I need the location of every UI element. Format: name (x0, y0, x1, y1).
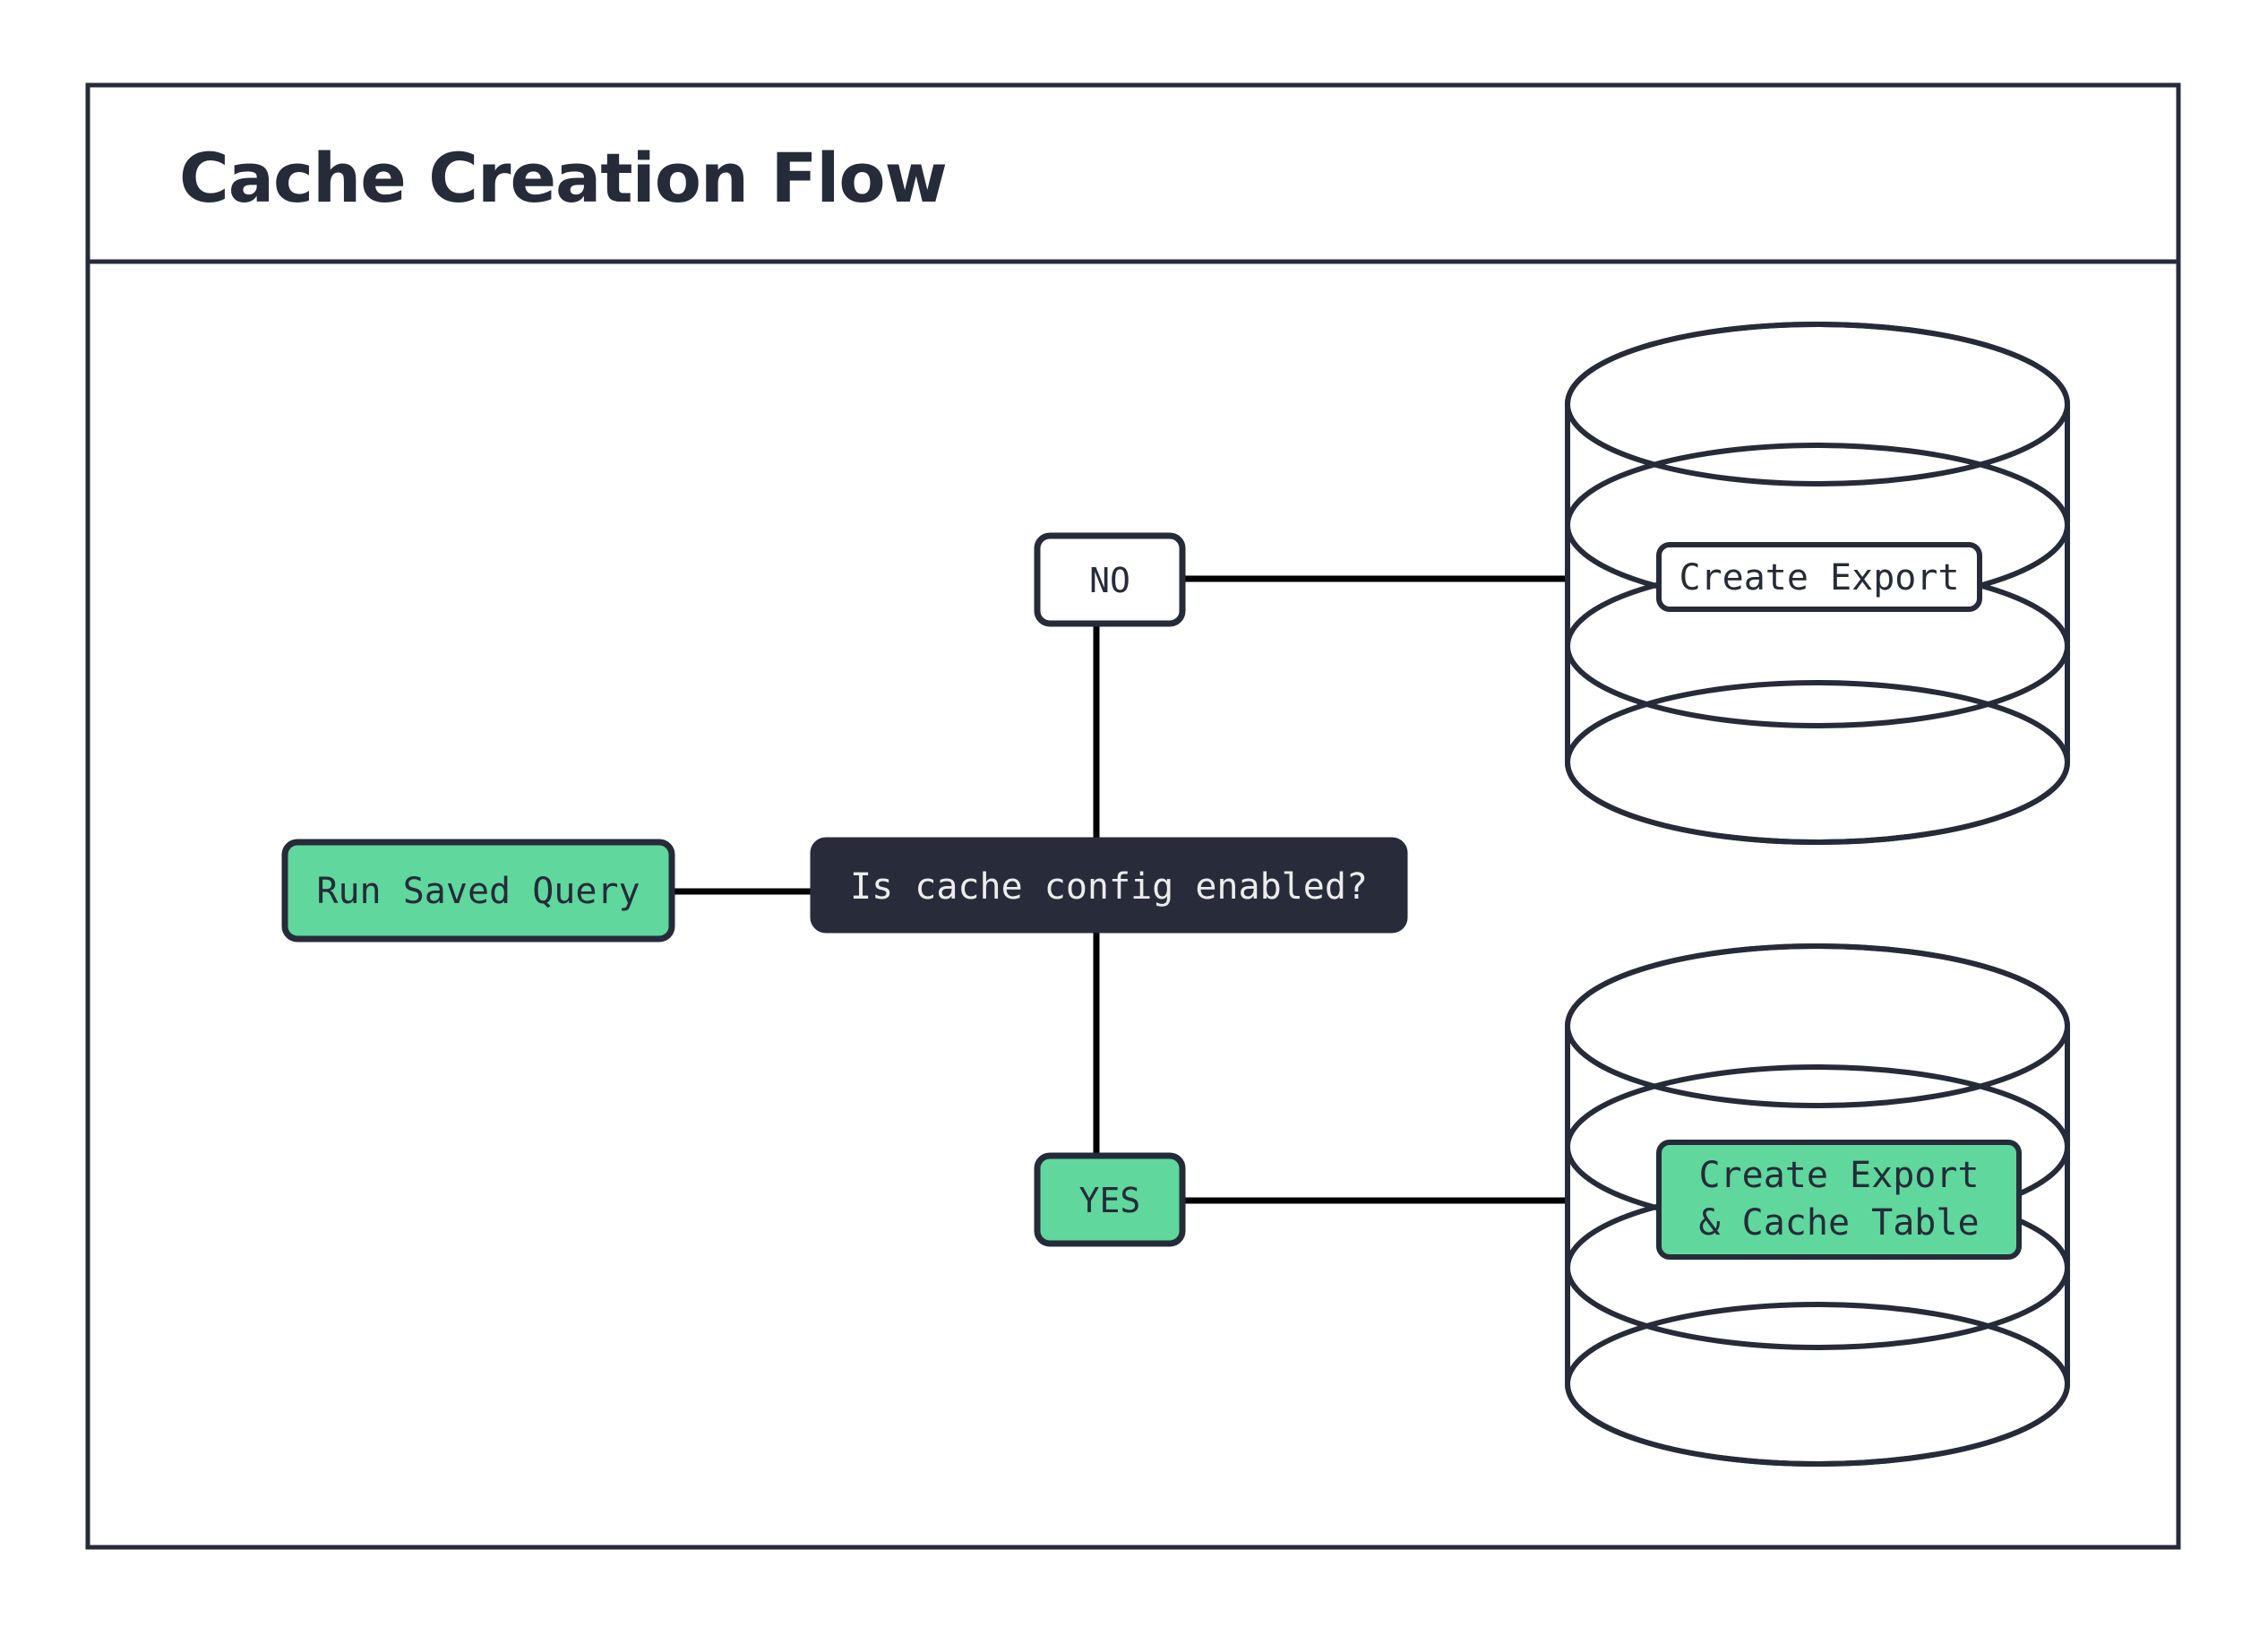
db-label-line-2: & Cache Table (1698, 1202, 1979, 1244)
db-label-line-1: Create Export (1698, 1155, 1979, 1196)
node-branch-yes[interactable]: YES (1034, 1152, 1186, 1247)
node-label: Is cache config enabled? (850, 866, 1368, 908)
edge-layer (670, 575, 1573, 1204)
db-label-text: Create Export (1679, 557, 1959, 598)
node-shape (810, 837, 1408, 934)
node-shape (1034, 1152, 1186, 1247)
node-is-cache-config-enabled[interactable]: Is cache config enabled? (810, 837, 1408, 934)
create-export-cache-table-db[interactable]: Create Export & Cache Table (1565, 943, 2070, 1467)
node-label: Run Saved Query (316, 871, 640, 912)
node-shape (281, 839, 675, 943)
node-shape (1034, 532, 1186, 627)
db-label-box (1656, 1140, 2022, 1260)
page-title: Cache Creation Flow (179, 138, 947, 218)
node-label: NO (1089, 561, 1130, 600)
db-label-box (1656, 542, 1982, 612)
node-branch-no[interactable]: NO (1034, 532, 1186, 627)
create-export-db[interactable]: Create Export (1565, 322, 2070, 845)
node-run-saved-query[interactable]: Run Saved Query (281, 839, 675, 943)
node-label: YES (1079, 1181, 1141, 1220)
